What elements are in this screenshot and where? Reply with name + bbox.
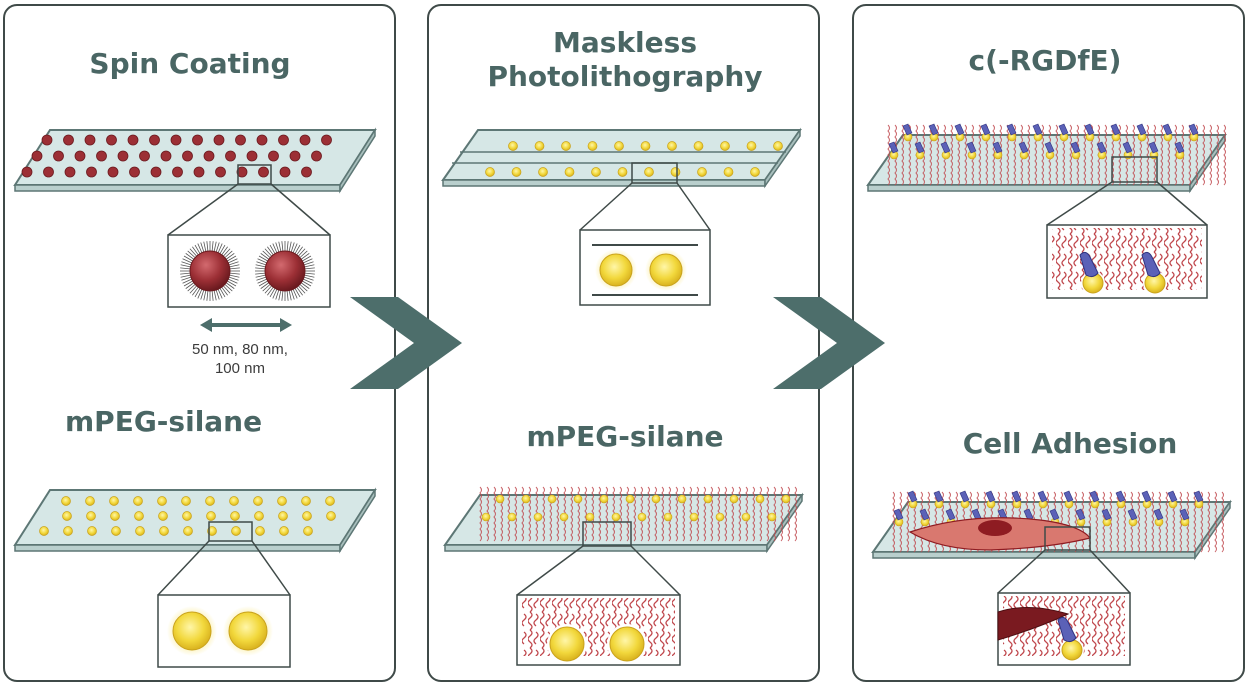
slide-mpeg: [443, 492, 804, 554]
step-title-cell-adhesion: Cell Adhesion: [962, 427, 1178, 460]
red-nanoparticles: [21, 134, 332, 178]
peg-brush-layer: [479, 486, 797, 542]
panel-photolithography: [427, 4, 820, 682]
slide-rgd: [866, 132, 1227, 194]
rgd-ligand-icon: [1079, 251, 1167, 295]
step-title-rgd: c(-RGDfE): [968, 44, 1122, 77]
gold-nanoparticles: [39, 496, 336, 536]
double-arrow-icon: [200, 318, 292, 332]
particle-size-label: 50 nm, 80 nm, 100 nm: [192, 341, 288, 377]
patterned-gold-particles: [485, 141, 783, 177]
step-title-spin-coating: Spin Coating: [89, 47, 291, 80]
panel-spin-coating: [3, 4, 396, 682]
coated-particle-left: [180, 241, 240, 301]
coated-particle-right: [255, 241, 315, 301]
chevron-arrow-icon: [773, 297, 885, 389]
step-title-maskless-photolithography: Maskless Photolithography: [487, 26, 763, 93]
peg-rgd-layer: [887, 123, 1226, 186]
slide-photolithography: [441, 127, 802, 189]
chevron-arrow-icon: [350, 297, 462, 389]
step-title-mpeg-silane: mPEG-silane: [526, 420, 724, 453]
step-title-plasma-treatment: mPEG-silane: [65, 405, 263, 438]
panel-functionalization: [852, 4, 1245, 682]
